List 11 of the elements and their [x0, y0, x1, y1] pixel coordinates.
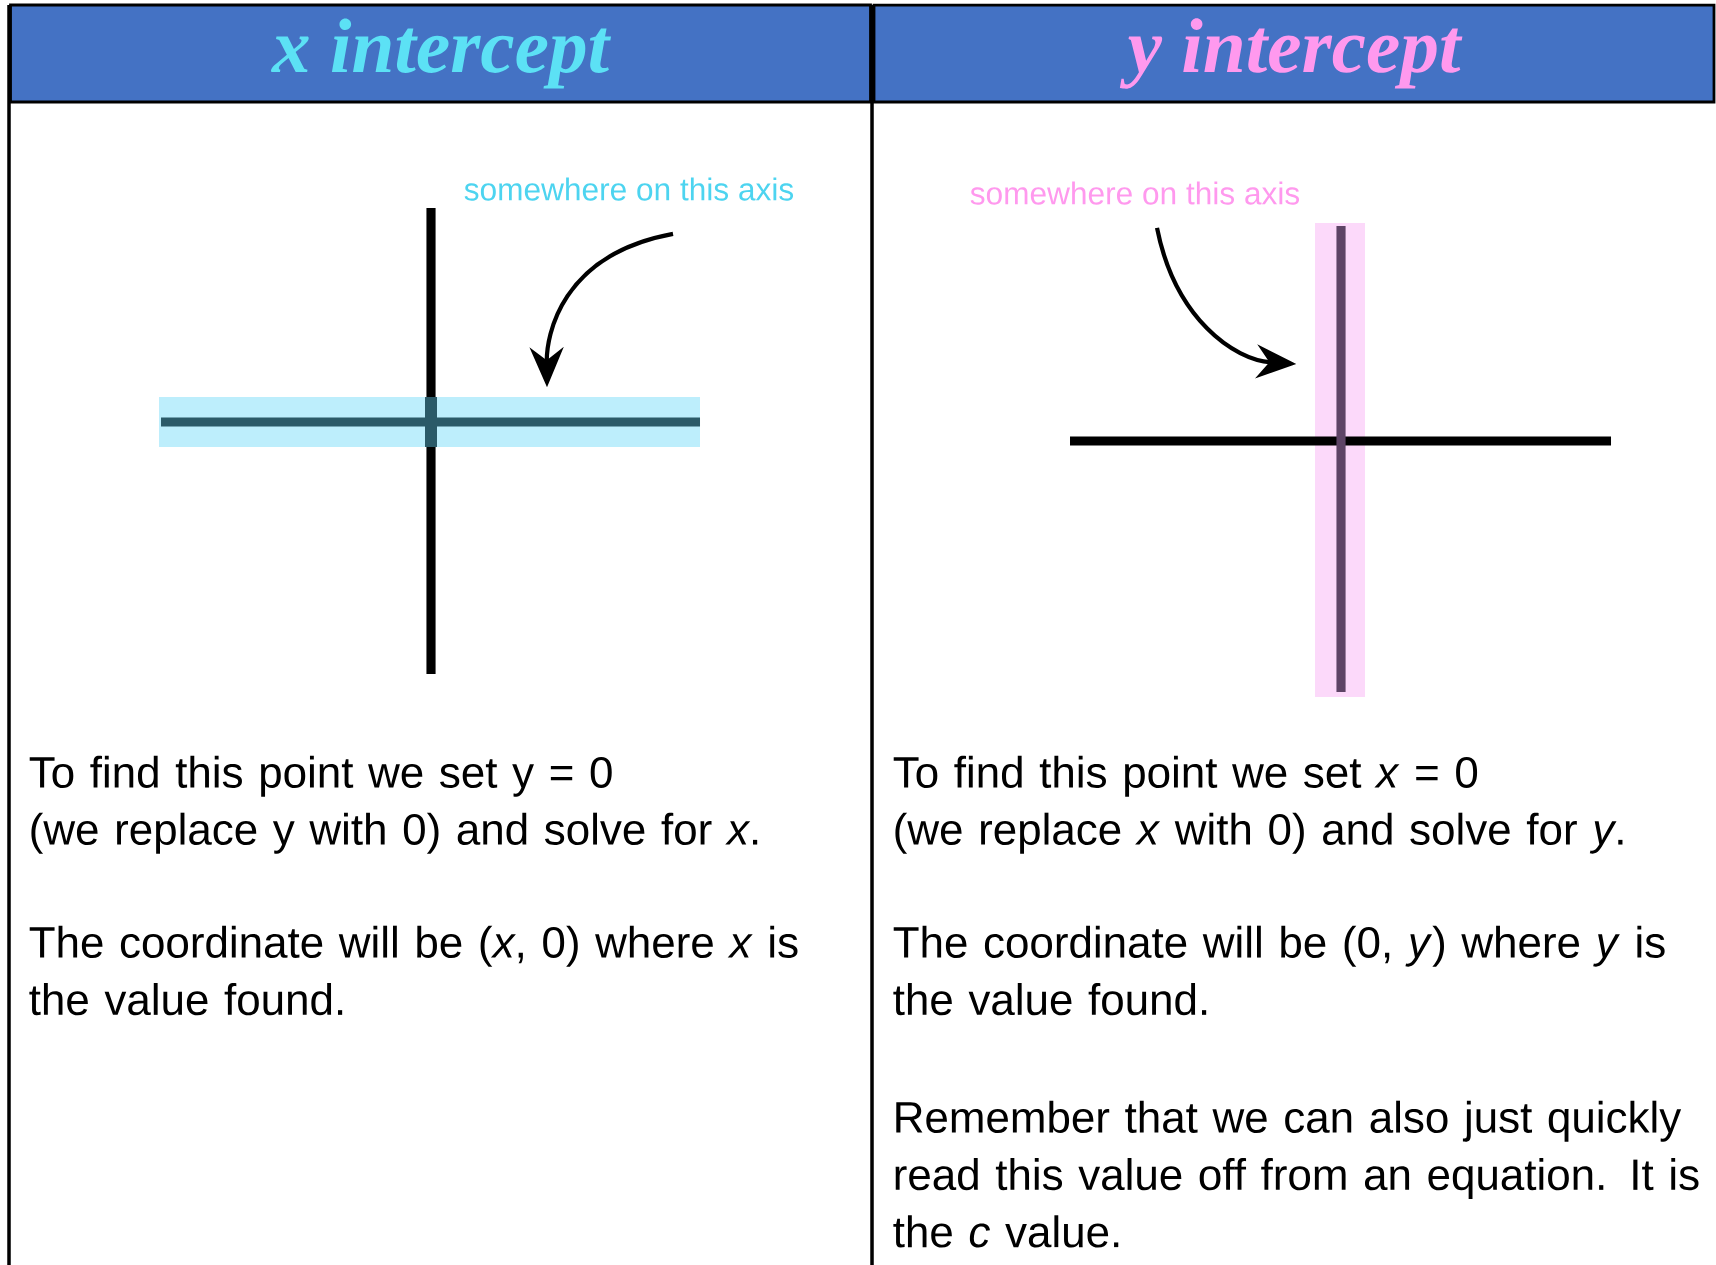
paragraph: (we replace x with 0) and solve for y.	[895, 812, 1623, 854]
paragraph: To find this point we set x = 0	[893, 755, 1478, 797]
header-cell: x intercept	[9, 3, 872, 104]
paragraph: The coordinate will be (0, y) where y is the value found.	[893, 925, 1665, 1016]
axis-note: somewhere on this axis	[464, 177, 794, 201]
header-cell: y intercept	[872, 3, 1716, 104]
paragraph: (we replace y with 0) and solve for x.	[31, 812, 758, 854]
paragraph: Remember that we can also just quickly read this value off from an equation. It is the c value.	[893, 1100, 1699, 1248]
paragraph: To find this point we set y = 0	[29, 755, 612, 797]
paragraph: The coordinate will be (x, 0) where x is the value found.	[29, 925, 798, 1016]
axis-note: somewhere on this axis	[970, 181, 1300, 205]
